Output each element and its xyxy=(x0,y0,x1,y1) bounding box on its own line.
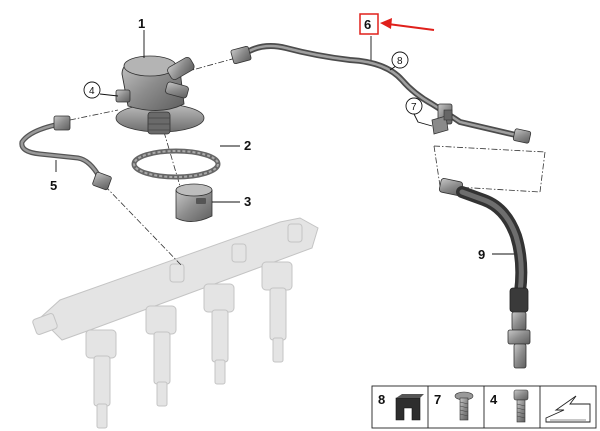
injector-ghost-3 xyxy=(203,283,235,385)
bracket-7 xyxy=(431,109,453,135)
rubber-clip-icon xyxy=(395,394,424,421)
injector-ghost-2 xyxy=(145,305,177,407)
highlight-arrow-icon xyxy=(380,18,435,31)
bolt-icon xyxy=(513,389,529,423)
fuel-pipe-5 xyxy=(19,115,112,191)
callout-1: 1 xyxy=(138,16,145,31)
roller-tappet-3 xyxy=(175,183,213,222)
legend-item-7-label: 7 xyxy=(434,392,441,407)
sealing-ring-2 xyxy=(131,148,221,180)
fuel-line-6 xyxy=(230,43,532,144)
parts-legend: 8 7 4 xyxy=(371,385,597,429)
fuel-rail-ghost xyxy=(32,217,319,429)
high-pressure-pump-1 xyxy=(115,55,205,135)
callout-2: 2 xyxy=(244,138,251,153)
callout-6-highlight: 6 xyxy=(359,13,379,35)
legend-item-4-label: 4 xyxy=(490,392,498,407)
callout-4: 4 xyxy=(89,86,95,97)
callout-7-circle: 7 xyxy=(405,97,423,115)
callout-8-circle: 8 xyxy=(391,51,409,69)
direction-arrow-icon xyxy=(545,395,591,423)
fuel-hose-9 xyxy=(438,178,531,369)
injector-ghost-4 xyxy=(261,261,293,363)
callout-9: 9 xyxy=(478,247,485,262)
callout-4-circle: 4 xyxy=(83,81,101,99)
callout-3: 3 xyxy=(244,194,251,209)
callout-5: 5 xyxy=(50,178,57,193)
screw-icon xyxy=(454,391,474,421)
injector-ghost-1 xyxy=(85,329,117,429)
callout-7: 7 xyxy=(411,102,417,113)
callout-8: 8 xyxy=(397,56,403,67)
callout-6: 6 xyxy=(364,17,371,32)
legend-item-8-label: 8 xyxy=(378,392,385,407)
